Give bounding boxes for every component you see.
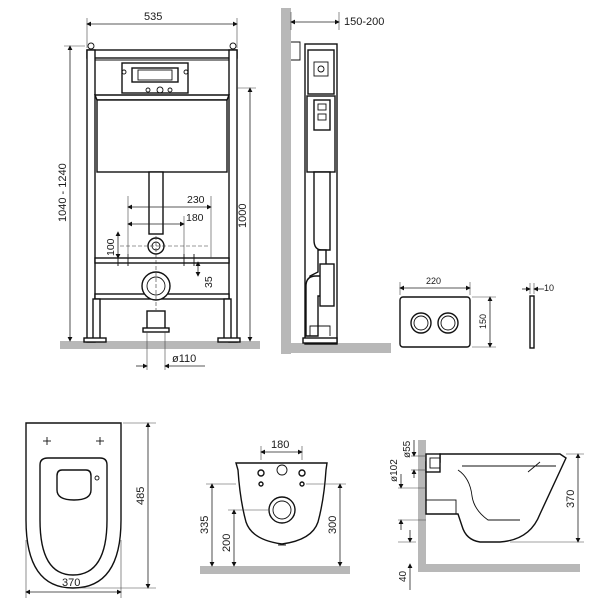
dia-55-label: ø55 [402,440,413,458]
height-200-label: 200 [221,534,233,552]
toilet-side-view: ø55 ø102 370 40 [389,440,584,590]
toilet-length-label: 485 [135,487,147,505]
dim-230-label: 230 [187,194,205,206]
height-370-label: 370 [565,490,577,508]
dim-100-label: 100 [105,238,117,256]
dim-35-label: 35 [203,276,215,288]
toilet-top-view: 485 370 [25,422,156,598]
wall-toilet-side [418,440,426,570]
plate-thickness-label: 10 [544,283,554,293]
floor-toilet-side [418,564,580,572]
plate-width-label: 220 [426,276,441,286]
floor-front [60,341,260,349]
dia-102-label: ø102 [389,459,400,482]
toilet-width-label: 370 [62,577,80,589]
frame-height-range-label: 1040 - 1240 [57,163,69,222]
frame-depth-label: 150-200 [344,16,384,28]
plate-height-label: 150 [478,314,488,329]
wall-side [281,8,291,354]
frame-side-view: 150-200 [281,8,391,354]
flush-plate: 220 150 10 [399,276,554,349]
frame-height-1000-label: 1000 [237,204,249,228]
height-300-label: 300 [327,516,339,534]
height-335-label: 335 [199,516,211,534]
floor-back [200,566,350,574]
floor-side [281,343,391,353]
dim-180-label: 180 [186,212,204,224]
frame-width-label: 535 [144,11,162,23]
hole-spacing-label: 180 [271,439,289,451]
toilet-back-view: 180 335 200 300 [199,439,350,574]
height-40-label: 40 [398,570,409,582]
pipe-diameter-label: ø110 [172,353,196,365]
frame-front-view: 535 1040 - 1240 1000 230 180 100 35 ø11 [57,11,260,370]
